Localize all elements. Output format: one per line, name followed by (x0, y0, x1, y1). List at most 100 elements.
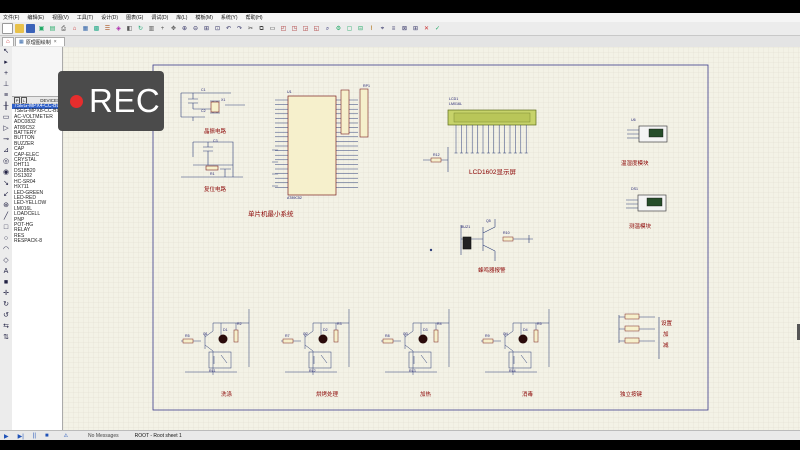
bom-icon[interactable]: ☰ (104, 25, 111, 32)
tab-home[interactable]: ⌂ (2, 37, 14, 46)
zoom-in-icon[interactable]: ⊕ (181, 25, 188, 32)
pick-from-library-button[interactable]: P (14, 96, 21, 104)
block-copy-icon[interactable]: ◰ (280, 25, 287, 32)
instrument-icon[interactable]: ⊛ (3, 202, 9, 209)
text-2d-icon[interactable]: A (3, 268, 9, 275)
menu-edit[interactable]: 编辑(E) (27, 15, 45, 21)
device-list-item[interactable]: BUTTON (14, 135, 35, 142)
device-list-item[interactable]: POT-HG (14, 221, 34, 228)
pcb-icon[interactable]: ▩ (93, 25, 100, 32)
gerber-icon[interactable]: ◧ (126, 25, 133, 32)
resistor-pack-2[interactable] (359, 88, 369, 138)
device-list-item[interactable]: CRYSTAL (14, 157, 37, 164)
mirror-x-icon[interactable]: ⇆ (3, 323, 9, 330)
schematic-canvas[interactable]: U1 AT89C52 RP1 LCD1 LM016L U6 DS1 C1 C2 … (63, 47, 800, 440)
electrical-rules-icon[interactable]: ✓ (434, 25, 441, 32)
rotate-ccw-icon[interactable]: ↺ (3, 312, 9, 319)
device-list-item[interactable]: ADC0832 (14, 119, 36, 126)
wire-label-icon[interactable]: ⊥ (2, 81, 10, 88)
bus-icon[interactable]: ╫ (3, 103, 9, 110)
menu-file[interactable]: 文件(F) (3, 15, 20, 21)
netlist-icon[interactable]: ✕ (423, 25, 430, 32)
device-list-item[interactable]: CAP-ELEC (14, 151, 40, 158)
zoom-area-icon[interactable]: ⊡ (214, 25, 221, 32)
device-list-item[interactable]: BUZZER (14, 140, 34, 147)
schematic-icon[interactable]: ▦ (82, 25, 89, 32)
pan-icon[interactable]: ✥ (170, 25, 177, 32)
mcu-chip[interactable] (272, 88, 369, 196)
stop-icon[interactable]: ■ (44, 433, 49, 439)
device-list-item[interactable]: RELAY (14, 227, 31, 234)
generator-icon[interactable]: ◉ (2, 169, 10, 176)
device-list-item[interactable]: 7SEG-MPX4-CC-BLUE (12, 103, 67, 110)
rotate-cw-icon[interactable]: ↻ (3, 301, 9, 308)
pause-icon[interactable]: || (32, 433, 36, 439)
undo-icon[interactable]: ↶ (225, 25, 232, 32)
device-list-item[interactable]: DS1302 (14, 173, 33, 180)
probe-voltage-icon[interactable]: ↘ (3, 180, 9, 187)
design-explorer-icon[interactable]: ⊠ (401, 25, 408, 32)
device-list-item[interactable]: PNP (14, 216, 25, 223)
pick-device-icon[interactable]: ⌕ (325, 25, 330, 32)
menu-debug[interactable]: 调试(D) (151, 15, 169, 21)
tab-close-icon[interactable]: × (53, 39, 57, 45)
menu-help[interactable]: 帮助(H) (245, 15, 263, 21)
pin-icon[interactable]: ⊸ (3, 136, 9, 143)
device-list-item[interactable]: RES (14, 232, 25, 239)
origin-icon[interactable]: + (160, 25, 165, 32)
device-list-item[interactable]: 7SEG-MPX8-CC-BLUE (14, 108, 67, 115)
cut-icon[interactable]: ✂ (247, 25, 254, 32)
graph-icon[interactable]: ⊿ (3, 147, 9, 154)
save-icon[interactable] (26, 24, 35, 33)
marker-2d-icon[interactable]: ✛ (3, 290, 9, 297)
box-2d-icon[interactable]: □ (3, 224, 9, 231)
circle-2d-icon[interactable]: ○ (3, 235, 9, 242)
menu-view[interactable]: 视图(V) (52, 15, 69, 21)
step-icon[interactable]: ▶| (17, 433, 24, 440)
print-icon[interactable]: ⎙ (61, 25, 66, 32)
device-list-item[interactable]: LED-GREEN (14, 189, 44, 196)
block-delete-icon[interactable]: ◱ (313, 25, 320, 32)
device-list-item[interactable]: AC-VOLTMETER (14, 113, 53, 120)
menu-system[interactable]: 系统(Y) (220, 15, 238, 21)
package-tool-icon[interactable]: ▢ (346, 25, 353, 32)
menu-template[interactable]: 模板(M) (195, 15, 213, 21)
home-icon[interactable]: ⌂ (72, 25, 77, 32)
line-2d-icon[interactable]: ╱ (3, 213, 9, 220)
symbol-2d-icon[interactable]: ■ (3, 279, 9, 286)
library-manager-button[interactable]: L (21, 96, 28, 104)
zoom-all-icon[interactable]: ⊞ (203, 25, 210, 32)
block-move-icon[interactable]: ◳ (291, 25, 298, 32)
temperature-module[interactable] (627, 125, 668, 143)
decompose-icon[interactable]: ⊟ (357, 25, 364, 32)
menu-library[interactable]: 库(L) (176, 15, 188, 21)
wire-autorouter-icon[interactable]: ⌇ (370, 25, 373, 32)
device-list-item[interactable]: DHT11 (14, 162, 30, 169)
device-list-item[interactable]: HC-SR04 (14, 178, 36, 185)
zoom-out-icon[interactable]: ⊖ (192, 25, 199, 32)
menu-tools[interactable]: 工具(T) (76, 15, 94, 21)
lcd-module[interactable] (423, 109, 537, 172)
device-list-item[interactable]: LED-YELLOW (14, 200, 47, 207)
component-mode-icon[interactable]: ▸ (4, 59, 8, 66)
mirror-y-icon[interactable]: ⇅ (3, 334, 9, 341)
button-group[interactable] (618, 313, 660, 359)
reset-circuit[interactable] (181, 141, 243, 178)
relay-unit[interactable] (481, 309, 550, 375)
probe-current-icon[interactable]: ↙ (3, 191, 9, 198)
menu-design[interactable]: 设计(D) (101, 15, 119, 21)
device-list-item[interactable]: HX711 (14, 184, 29, 191)
junction-dot-icon[interactable]: + (3, 70, 9, 77)
subcircuit-icon[interactable]: ▭ (2, 114, 10, 121)
block-rotate-icon[interactable]: ◲ (302, 25, 309, 32)
property-tool-icon[interactable]: ≡ (391, 25, 396, 32)
play-icon[interactable]: ▶ (4, 433, 9, 440)
crystal-circuit[interactable] (180, 92, 245, 121)
relay-unit[interactable] (281, 309, 350, 375)
grid-toggle-icon[interactable]: ▥ (148, 25, 155, 32)
tab-schematic[interactable]: ▦ 原理图绘制 × (15, 37, 65, 46)
buzzer-circuit[interactable] (460, 219, 533, 261)
relay-unit[interactable] (381, 309, 450, 375)
redo-icon[interactable]: ↷ (236, 25, 243, 32)
paste-icon[interactable]: ▭ (269, 25, 276, 32)
